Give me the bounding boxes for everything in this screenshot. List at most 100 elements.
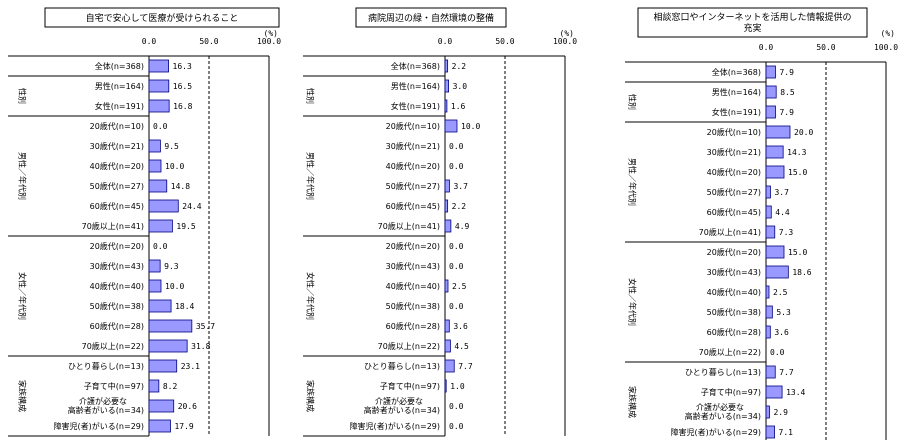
- group-label: 男性／年代別: [18, 152, 28, 200]
- value-label: 1.6: [451, 102, 466, 111]
- category-label: ひとり暮らし(n=13): [364, 361, 440, 371]
- bar: [765, 145, 784, 159]
- value-label: 9.3: [164, 262, 179, 271]
- value-label: 2.5: [452, 282, 467, 291]
- bar: [765, 125, 791, 139]
- category-label: 障害児(者)がいる(n=29): [350, 421, 440, 431]
- chart-title-box: [355, 7, 507, 28]
- category-label: 50歳代(n=27): [90, 181, 144, 191]
- category-label: 20歳代(n=10): [90, 121, 144, 131]
- value-label: 10.0: [461, 122, 480, 131]
- group-label: 性別: [628, 94, 638, 110]
- category-label: 20歳代(n=20): [707, 247, 761, 257]
- value-label: 0.0: [449, 302, 464, 311]
- value-label: 0.0: [449, 402, 464, 411]
- value-label: 10.0: [165, 282, 184, 291]
- bar: [148, 179, 168, 193]
- group-label: 男性／年代別: [628, 158, 638, 206]
- value-label: 0.0: [153, 122, 168, 131]
- value-label: 18.6: [792, 268, 811, 277]
- value-label: 4.4: [775, 208, 790, 217]
- category-label: 介護が必要な高齢者がいる(n=34): [685, 402, 761, 421]
- value-label: 9.5: [164, 142, 179, 151]
- value-label: 7.7: [779, 368, 794, 377]
- group-label: 性別: [306, 88, 316, 104]
- category-label: 60歳代(n=45): [386, 201, 440, 211]
- category-label: 障害児(者)がいる(n=29): [54, 421, 144, 431]
- bar: [444, 99, 448, 113]
- value-label: 7.7: [458, 362, 473, 371]
- category-label: 70歳以上(n=41): [82, 221, 144, 231]
- value-label: 20.0: [794, 128, 813, 137]
- category-label: 60歳代(n=28): [386, 321, 440, 331]
- value-label: 0.0: [449, 142, 464, 151]
- value-label: 7.9: [779, 108, 794, 117]
- bar: [765, 225, 776, 239]
- x-tick-label: 50.0: [816, 43, 835, 52]
- value-label: 3.6: [774, 328, 789, 337]
- chart-title: 自宅で安心して医療が受けられること: [86, 12, 239, 24]
- bar: [765, 365, 776, 379]
- bar: [148, 79, 170, 93]
- unit-label: (%): [560, 29, 574, 38]
- bar: [148, 379, 160, 393]
- value-label: 23.1: [181, 362, 200, 371]
- group-label: 性別: [18, 88, 28, 104]
- value-label: 3.0: [453, 82, 468, 91]
- category-label: 40歳代(n=40): [90, 281, 144, 291]
- chart-title-box: [637, 7, 868, 38]
- value-label: 15.0: [788, 168, 807, 177]
- x-tick-label: 100.0: [874, 43, 898, 52]
- category-label: 30歳代(n=43): [90, 261, 144, 271]
- value-label: 8.2: [163, 382, 178, 391]
- value-label: 0.0: [449, 242, 464, 251]
- category-label: 40歳代(n=40): [386, 281, 440, 291]
- value-label: 0.0: [449, 262, 464, 271]
- value-label: 24.4: [182, 202, 201, 211]
- value-label: 3.6: [453, 322, 468, 331]
- value-label: 13.4: [786, 388, 805, 397]
- category-label: 40歳代(n=20): [707, 167, 761, 177]
- bar: [765, 405, 770, 419]
- value-label: 7.1: [779, 428, 794, 437]
- category-label: 子育て中(n=97): [380, 381, 440, 391]
- bar: [148, 59, 169, 73]
- bar: [444, 219, 452, 233]
- value-label: 17.9: [174, 422, 193, 431]
- value-label: 2.2: [452, 202, 467, 211]
- bar: [444, 319, 450, 333]
- bar: [765, 105, 776, 119]
- bar: [148, 279, 162, 293]
- category-label: 子育て中(n=97): [84, 381, 144, 391]
- value-label: 16.3: [173, 62, 192, 71]
- category-label: 男性(n=164): [95, 81, 144, 91]
- chart-title: 病院周辺の緑・自然環境の整備: [368, 12, 494, 24]
- value-label: 20.6: [178, 402, 197, 411]
- bar: [444, 279, 449, 293]
- category-label: 30歳代(n=43): [707, 267, 761, 277]
- category-label: 20歳代(n=10): [386, 121, 440, 131]
- group-label: 家族構成: [18, 380, 28, 412]
- bar: [148, 219, 173, 233]
- category-label: ひとり暮らし(n=13): [68, 361, 144, 371]
- bar: [444, 79, 449, 93]
- x-tick-label: 50.0: [199, 37, 218, 46]
- chart-title-box: [44, 7, 280, 28]
- bar: [765, 245, 785, 259]
- bar: [765, 205, 772, 219]
- x-tick-label: 50.0: [495, 37, 514, 46]
- category-label: 60歳代(n=28): [707, 327, 761, 337]
- value-label: 0.0: [770, 348, 785, 357]
- bar: [148, 419, 171, 433]
- x-tick-label: 0.0: [142, 37, 157, 46]
- value-label: 15.0: [788, 248, 807, 257]
- category-label: 30歳代(n=43): [386, 261, 440, 271]
- unit-label: (%): [264, 29, 278, 38]
- x-tick-label: 0.0: [438, 37, 453, 46]
- category-label: 70歳以上(n=41): [699, 227, 761, 237]
- unit-label: (%): [881, 29, 895, 38]
- x-tick-label: 0.0: [759, 43, 774, 52]
- value-label: 2.5: [773, 288, 788, 297]
